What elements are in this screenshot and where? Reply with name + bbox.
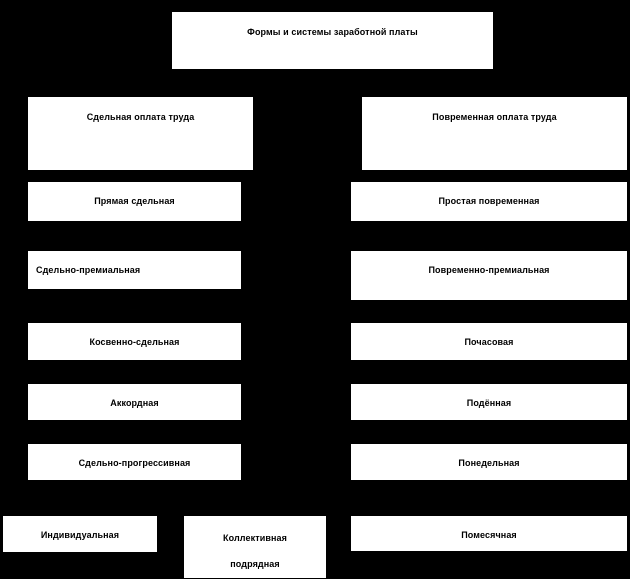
node-monthly: Помесячная (350, 515, 628, 552)
node-lump-sum: Аккордная (27, 383, 242, 421)
node-direct-piecework: Прямая сдельная (27, 181, 242, 222)
node-piecework-bonus: Сдельно-премиальная (27, 250, 242, 290)
node-daily: Подённая (350, 383, 628, 421)
node-time-based-pay-header: Повременная оплата труда (361, 96, 628, 171)
node-label: Сдельная оплата труда (86, 112, 195, 122)
node-label: Формы и системы заработной платы (247, 27, 418, 37)
node-collective-contract: Коллективная подрядная (183, 515, 327, 579)
node-indirect-piecework: Косвенно-сдельная (27, 322, 242, 361)
node-label: Индивидуальная (40, 530, 120, 540)
node-individual: Индивидуальная (2, 515, 158, 553)
node-label: Сдельно-премиальная (36, 265, 141, 275)
node-label: Повременная оплата труда (432, 112, 557, 122)
node-label: Повременно-премиальная (428, 265, 550, 275)
node-label: Сдельно-прогрессивная (78, 458, 191, 468)
node-time-based-bonus: Повременно-премиальная (350, 250, 628, 301)
node-label: Косвенно-сдельная (89, 337, 180, 347)
node-label: Простая повременная (438, 196, 540, 206)
node-piecework-progressive: Сдельно-прогрессивная (27, 443, 242, 481)
node-label: Понедельная (458, 458, 520, 468)
node-label: Прямая сдельная (94, 196, 175, 206)
node-label: Подённая (466, 398, 512, 408)
node-label: Аккордная (110, 398, 159, 408)
node-weekly: Понедельная (350, 443, 628, 481)
node-hourly: Почасовая (350, 322, 628, 361)
node-label: Коллективная подрядная (223, 533, 287, 569)
node-title-forms-and-systems-of-wages: Формы и системы заработной платы (171, 11, 494, 70)
node-piecework-pay-header: Сдельная оплата труда (27, 96, 254, 171)
node-simple-time-based: Простая повременная (350, 181, 628, 222)
node-label: Помесячная (461, 530, 517, 540)
node-label: Почасовая (464, 337, 514, 347)
